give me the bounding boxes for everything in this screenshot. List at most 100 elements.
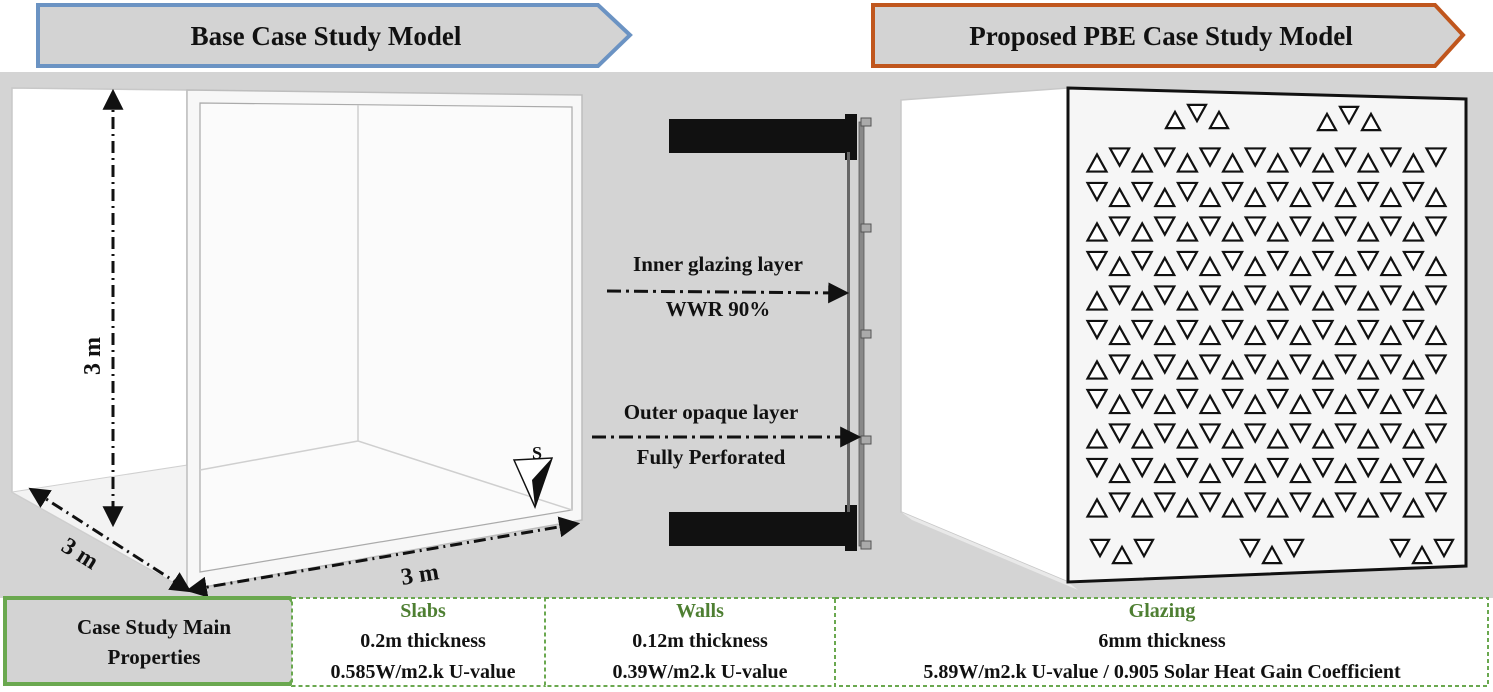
upper-slab: [669, 119, 847, 153]
perforation-triangle: [1261, 544, 1283, 565]
perforation-triangle: [1389, 538, 1411, 559]
perforation-triangle: [1424, 462, 1448, 484]
perforation-triangle: [1164, 109, 1186, 130]
perforation-triangle: [1153, 285, 1177, 306]
perforation-triangle: [1243, 147, 1267, 168]
perforation-triangle: [1153, 255, 1177, 277]
inner-glazing-layer: [847, 152, 850, 512]
dimension-width: 3 m: [185, 516, 581, 598]
height-label: 3 m: [80, 337, 106, 375]
perforation-triangle: [1334, 492, 1357, 513]
perforation-triangle: [1243, 393, 1267, 415]
perforation-triangle: [1085, 250, 1109, 272]
perforation-triangle: [1221, 388, 1244, 410]
perforation-triangle: [1334, 393, 1357, 415]
perforation-triangle: [1311, 221, 1335, 242]
perforation-triangle: [1130, 388, 1154, 410]
perforation-triangle: [1085, 290, 1109, 311]
perforation-triangle: [1356, 457, 1380, 479]
perforation-triangle: [1289, 147, 1312, 168]
perforation-triangle: [1424, 186, 1448, 208]
perforation-triangle: [1085, 457, 1109, 479]
perforation-triangle: [1085, 181, 1109, 203]
perforation-triangle: [1243, 423, 1267, 444]
perforation-triangle: [1334, 423, 1357, 444]
perforation-triangle: [1108, 423, 1131, 444]
perforation-triangle: [1130, 290, 1154, 311]
perforation-triangle: [1289, 186, 1312, 208]
perforation-triangle: [1130, 497, 1154, 518]
perforation-triangle: [1221, 497, 1244, 518]
perforation-triangle: [1085, 221, 1109, 242]
glazing-thickness: 6mm thickness: [1098, 630, 1225, 652]
perforation-triangle: [1208, 109, 1230, 130]
perforation-triangle: [1283, 538, 1305, 559]
header-proposed-case-label: Proposed PBE Case Study Model: [969, 21, 1353, 51]
perforation-triangle: [1176, 388, 1199, 410]
perforation-triangle: [1130, 221, 1154, 242]
perforation-triangle: [1311, 290, 1335, 311]
perforation-triangle: [1334, 354, 1357, 375]
north-arrow-icon: S: [512, 443, 554, 510]
perforation-triangle: [1334, 216, 1357, 237]
perforation-triangle: [1266, 221, 1290, 242]
perforation-triangle: [1356, 497, 1380, 518]
perforation-triangle: [1198, 216, 1222, 237]
perforation-triangle: [1311, 428, 1335, 449]
perforation-triangle: [1085, 388, 1109, 410]
perforation-triangle: [1311, 250, 1335, 272]
lower-slab: [669, 512, 847, 546]
perforation-triangle: [1239, 538, 1261, 559]
perforation-triangle: [1424, 147, 1448, 168]
perforation-triangle: [1243, 216, 1267, 237]
perforation-triangle: [1424, 255, 1448, 277]
perforation-triangle: [1402, 221, 1425, 242]
properties-bar: Case Study Main Properties Slabs 0.2m th…: [3, 596, 1489, 687]
perforation-triangle: [1356, 359, 1380, 380]
wall-section: [669, 114, 872, 551]
perforation-triangle: [1111, 544, 1133, 565]
inner-glazing-callout: Inner glazing layer WWR 90%: [606, 252, 850, 321]
perforation-triangle: [1338, 105, 1360, 126]
perforation-triangle: [1334, 186, 1357, 208]
perforation-triangle: [1424, 423, 1448, 444]
perforated-facade: [1066, 86, 1468, 584]
perforation-triangle: [1402, 290, 1425, 311]
perforation-triangle: [1424, 354, 1448, 375]
perforation-triangle: [1334, 285, 1357, 306]
perforation-triangle: [1198, 423, 1222, 444]
perforation-triangle: [1316, 111, 1338, 132]
perforation-triangle: [1289, 324, 1312, 346]
perforation-triangle: [1130, 457, 1154, 479]
perforation-triangle: [1176, 457, 1199, 479]
perforation-triangle: [1198, 186, 1222, 208]
width-label: 3 m: [399, 559, 441, 591]
perforation-triangle: [1176, 181, 1199, 203]
glazing-u-value: 5.89W/m2.k U-value / 0.905 Solar Heat Ga…: [923, 661, 1401, 683]
perforation-triangle: [1221, 428, 1244, 449]
perforation-triangle: [1266, 359, 1290, 380]
perforation-triangle: [1243, 324, 1267, 346]
perforation-triangle: [1266, 428, 1290, 449]
perforation-triangle: [1266, 319, 1290, 341]
perforation-triangle: [1153, 393, 1177, 415]
inner-layer-value: WWR 90%: [666, 297, 770, 321]
perforation-triangle: [1130, 152, 1154, 173]
perforation-triangle: [1311, 319, 1335, 341]
perforation-triangle: [1198, 147, 1222, 168]
perforation-triangle: [1153, 216, 1177, 237]
perforation-triangle: [1334, 255, 1357, 277]
perforation-triangle: [1108, 354, 1131, 375]
perforation-triangle: [1379, 186, 1403, 208]
perforation-triangle: [1176, 319, 1199, 341]
proposed-case-room: [900, 86, 1468, 590]
header-base-case-label: Base Case Study Model: [191, 21, 462, 51]
perforation-triangle: [1334, 462, 1357, 484]
perforation-triangle: [1085, 497, 1109, 518]
perforation-triangle: [1221, 319, 1244, 341]
perforation-triangle: [1198, 285, 1222, 306]
perforation-triangle: [1379, 423, 1403, 444]
perforation-triangle: [1379, 255, 1403, 277]
perforation-triangle: [1379, 393, 1403, 415]
